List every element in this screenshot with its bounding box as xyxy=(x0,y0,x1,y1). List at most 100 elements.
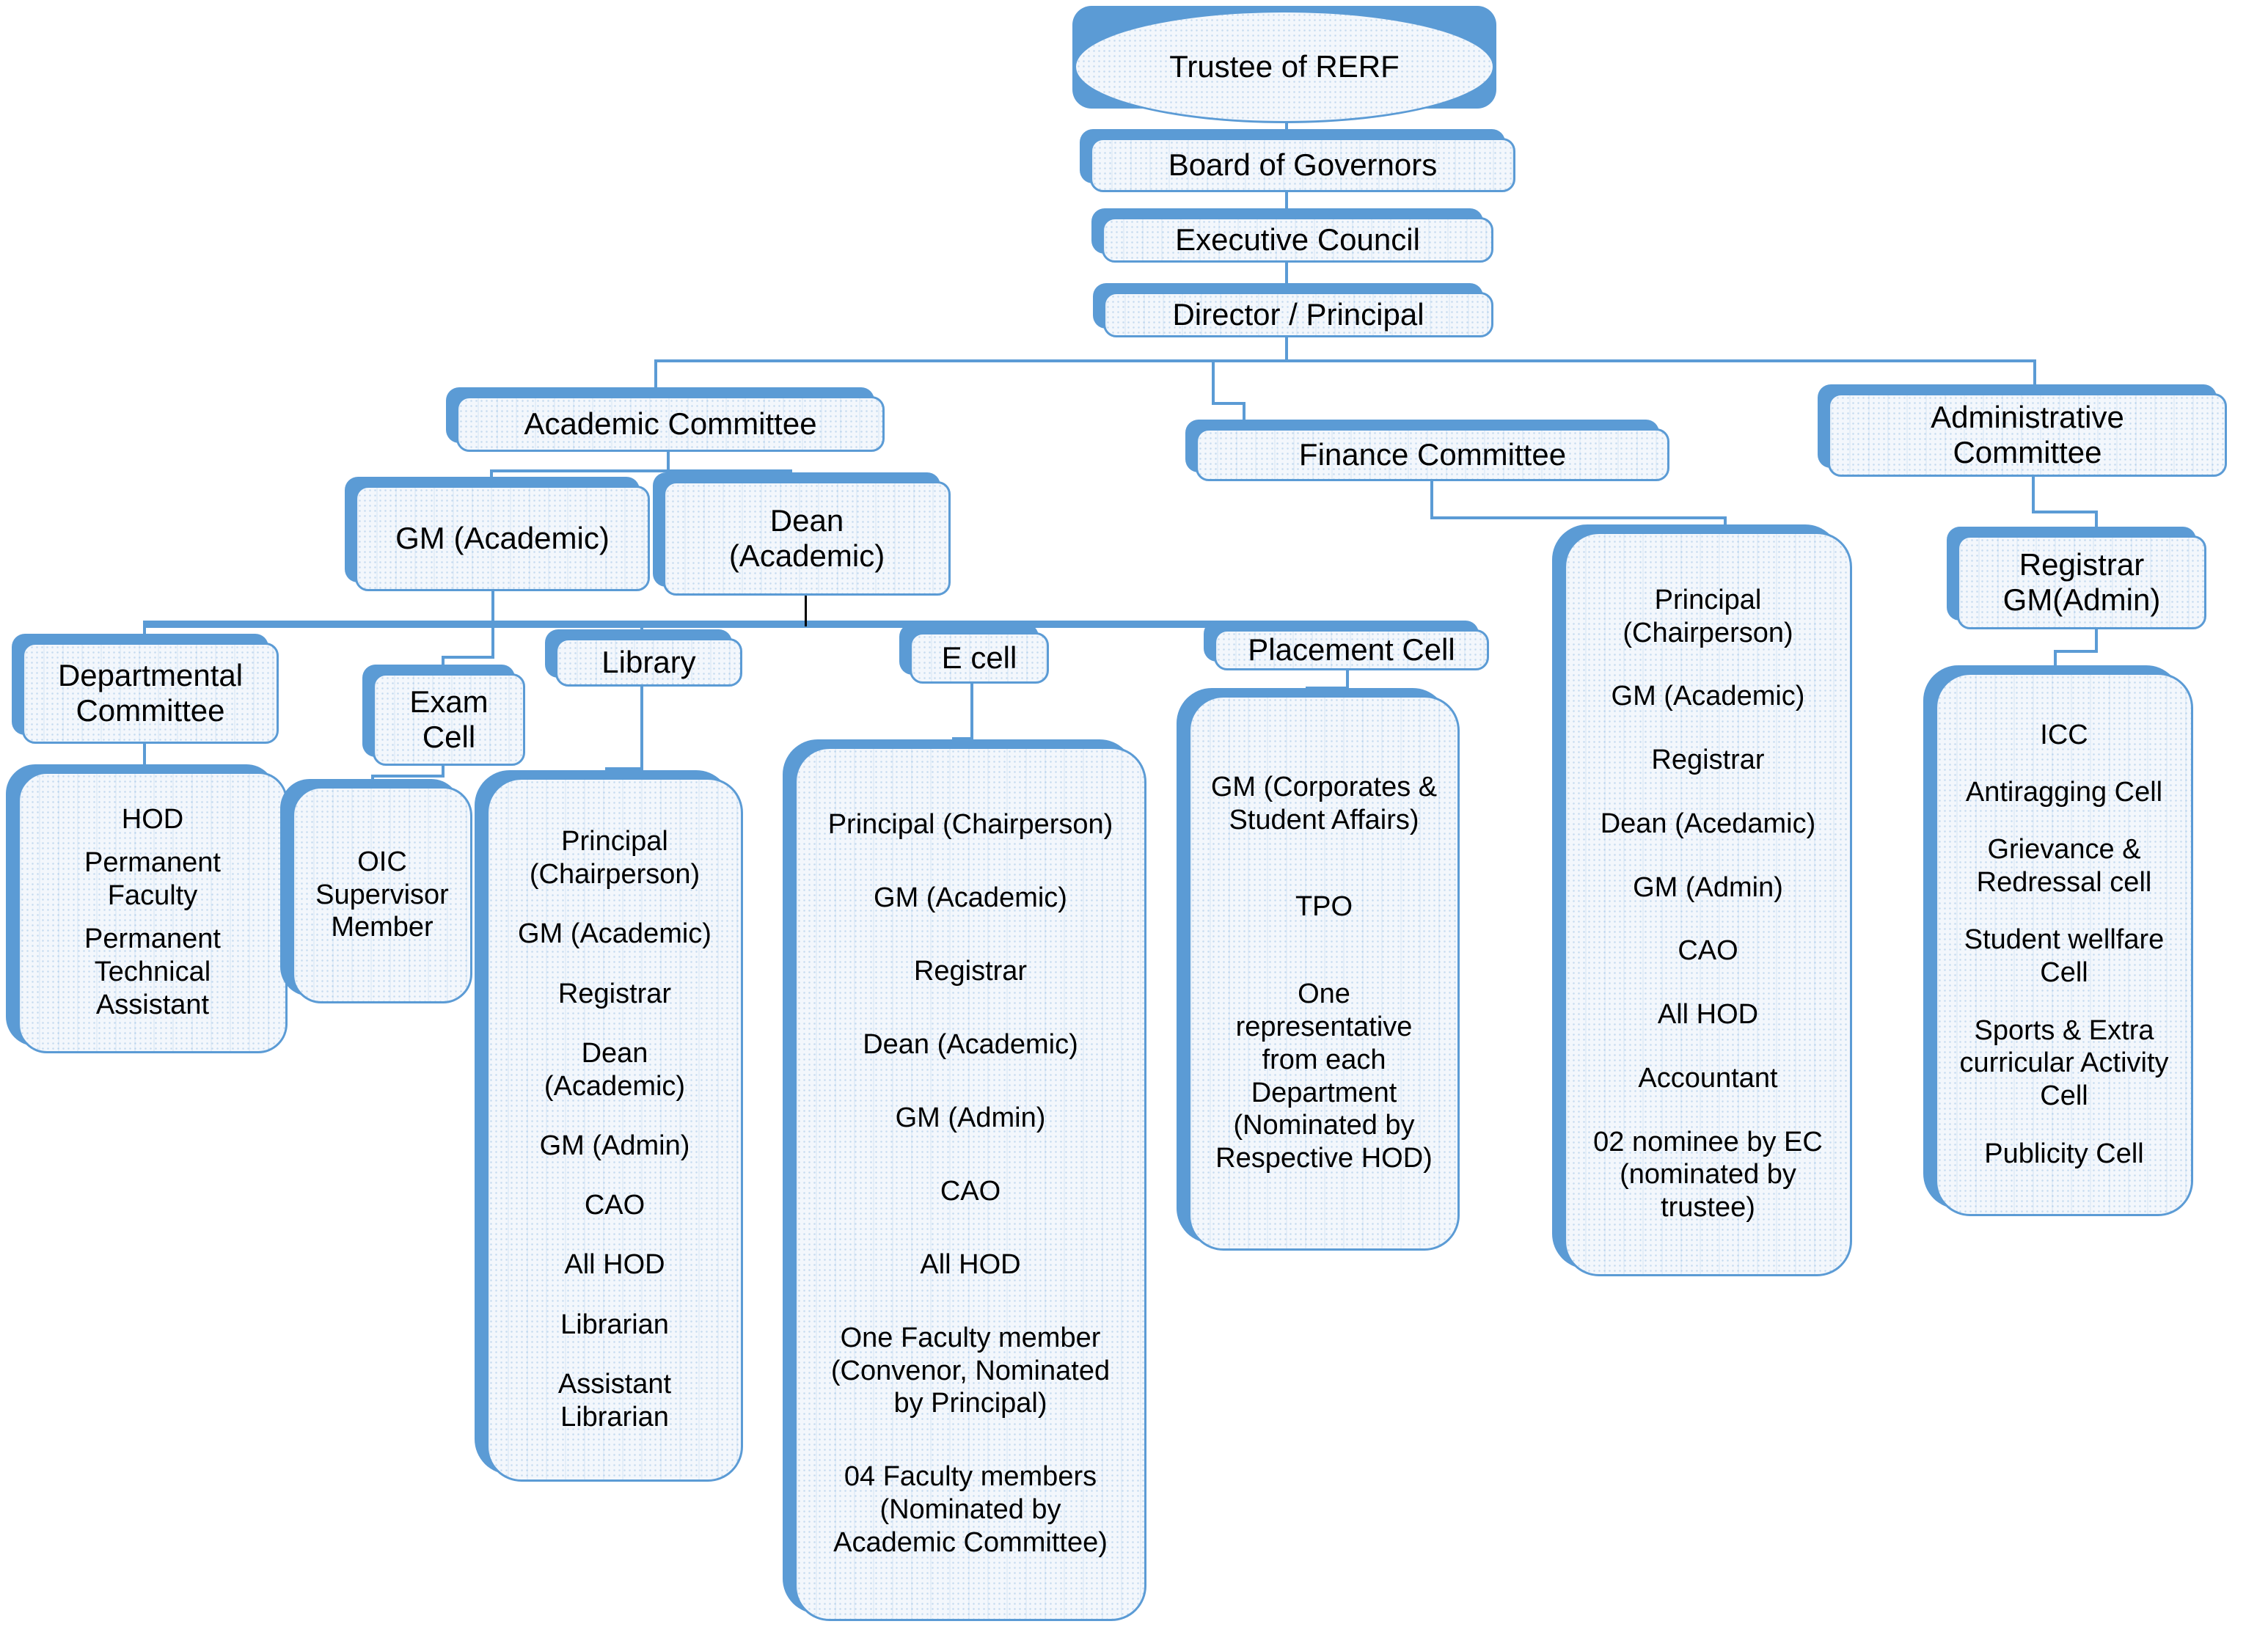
connector-dean-academic-drop xyxy=(789,469,792,483)
registrar-label: Registrar GM(Admin) xyxy=(2002,546,2161,617)
administrative-committee-label: Administrative Committee xyxy=(1931,399,2124,469)
member-item: GM (Admin) xyxy=(1633,871,1783,903)
node-departmental-committee: Departmental Committee xyxy=(22,643,279,744)
connector-placement-members-v2 xyxy=(1306,687,1309,697)
member-item: GM (Academic) xyxy=(1611,681,1805,712)
node-e-cell: E cell xyxy=(910,632,1049,684)
connector-cells-bar xyxy=(143,621,1366,628)
member-item: Dean (Academic) xyxy=(863,1028,1078,1060)
departmental-label: Departmental Committee xyxy=(57,657,244,728)
connector-departmental-members xyxy=(143,744,146,772)
connector-finance-drop-h xyxy=(1212,402,1245,405)
member-item: Student wellfare Cell xyxy=(1964,924,2165,989)
connector-admin-registrar-v2 xyxy=(2095,511,2098,537)
member-item: Grievance & Redressal cell xyxy=(1976,834,2152,899)
connector-exam-drop-h xyxy=(442,656,494,659)
connector-gm-academic-drop xyxy=(490,469,493,487)
finance-committee-label: Finance Committee xyxy=(1298,436,1567,472)
director-label: Director / Principal xyxy=(1172,296,1424,332)
connector-distribution-bar xyxy=(654,359,2036,362)
connector-placement-members-h xyxy=(1306,687,1349,690)
connector-placement-members-v1 xyxy=(1346,669,1349,690)
member-item: Permanent Technical Assistant xyxy=(84,923,221,1020)
member-item: Librarian xyxy=(560,1309,669,1340)
connector-registrar-icc-h xyxy=(2054,650,2098,653)
academic-committee-label: Academic Committee xyxy=(524,406,817,441)
placement-cell-label: Placement Cell xyxy=(1248,632,1455,667)
member-item: GM (Academic) xyxy=(518,918,712,950)
member-item: Registrar xyxy=(913,955,1028,987)
connector-library-members-h xyxy=(605,767,643,770)
member-item: Publicity Cell xyxy=(1984,1138,2144,1169)
member-item: CAO xyxy=(940,1175,1001,1207)
connector-board-executive xyxy=(1285,192,1288,219)
members-finance: Principal (Chairperson) GM (Academic) Regi… xyxy=(1564,532,1852,1276)
member-item: One Faculty member (Convenor, Nominated … xyxy=(830,1322,1111,1419)
connector-registrar-icc-v2 xyxy=(2054,650,2057,674)
member-item: OIC Supervisor Member xyxy=(315,846,449,943)
member-item: One representative from each Department … xyxy=(1215,979,1433,1174)
connector-dean-black-line xyxy=(805,596,807,626)
connector-academic-split-h xyxy=(490,469,792,472)
node-administrative-committee: Administrative Committee xyxy=(1828,393,2227,477)
member-item: GM (Academic) xyxy=(874,882,1067,914)
member-item: Principal (Chairperson) xyxy=(529,826,700,890)
node-executive-council: Executive Council xyxy=(1102,217,1493,263)
member-item: GM (Admin) xyxy=(895,1102,1046,1133)
executive-label: Executive Council xyxy=(1175,222,1420,257)
connector-finance-members-h xyxy=(1430,516,1727,519)
connector-library-members-v2 xyxy=(605,767,608,779)
connector-exam-drop-v2 xyxy=(442,656,445,675)
gm-academic-label: GM (Academic) xyxy=(395,520,610,555)
node-library: Library xyxy=(555,638,742,687)
node-gm-academic: GM (Academic) xyxy=(355,486,650,591)
board-label: Board of Governors xyxy=(1168,147,1438,182)
member-item: Principal (Chairperson) xyxy=(827,809,1113,841)
node-trustee: Trustee of RERF xyxy=(1074,10,1495,123)
member-item: TPO xyxy=(1295,891,1353,923)
e-cell-label: E cell xyxy=(941,640,1017,675)
members-exam: OIC Supervisor Member xyxy=(292,786,472,1003)
member-item: CAO xyxy=(584,1190,645,1221)
connector-admin-registrar-h xyxy=(2032,511,2098,513)
member-item: Antiragging Cell xyxy=(1965,776,2163,808)
member-item: Registrar xyxy=(557,978,672,1009)
member-item: Dean (Acedamic) xyxy=(1600,808,1816,839)
exam-cell-label: Exam Cell xyxy=(409,684,489,754)
node-placement-cell: Placement Cell xyxy=(1214,629,1489,670)
connector-academic-drop xyxy=(654,359,657,398)
connector-ecell-members-v1 xyxy=(970,684,973,740)
member-item: All HOD xyxy=(920,1248,1021,1280)
member-item: All HOD xyxy=(1657,999,1759,1031)
member-item: GM (Admin) xyxy=(539,1130,690,1161)
node-registrar-gm-admin: Registrar GM(Admin) xyxy=(1957,535,2206,629)
library-label: Library xyxy=(601,644,696,679)
node-director-principal: Director / Principal xyxy=(1103,292,1493,337)
members-e-cell: Principal (Chairperson) GM (Academic) Regi… xyxy=(794,747,1146,1621)
node-board-of-governors: Board of Governors xyxy=(1090,138,1515,192)
connector-finance-drop-v2 xyxy=(1243,402,1245,430)
connector-academic-stem xyxy=(667,452,670,472)
node-dean-academic: Dean (Academic) xyxy=(663,481,951,596)
connector-exam-members-v1 xyxy=(442,763,445,778)
connector-exam-members-v2 xyxy=(371,775,374,788)
members-library: Principal (Chairperson) GM (Academic) Regi… xyxy=(486,778,743,1482)
connector-ecell-members-v2 xyxy=(952,737,955,748)
trustee-label: Trustee of RERF xyxy=(1169,49,1400,84)
member-item: Principal (Chairperson) xyxy=(1623,584,1793,648)
member-item: Sports & Extra curricular Activity Cell xyxy=(1959,1014,2169,1112)
connector-ecell-drop xyxy=(970,628,973,635)
connector-finance-members-v1 xyxy=(1430,481,1433,519)
connector-library-members-v1 xyxy=(640,686,643,770)
node-academic-committee: Academic Committee xyxy=(456,396,885,452)
member-item: Registrar xyxy=(1651,745,1765,776)
connector-finance-drop-v1 xyxy=(1212,359,1215,405)
connector-ecell-members-h xyxy=(952,737,973,740)
member-item: CAO xyxy=(1678,935,1738,967)
connector-admin-registrar-v1 xyxy=(2032,477,2035,513)
connector-trustee-board xyxy=(1285,114,1288,139)
member-item: Permanent Faculty xyxy=(84,847,221,912)
member-item: HOD xyxy=(121,804,184,835)
